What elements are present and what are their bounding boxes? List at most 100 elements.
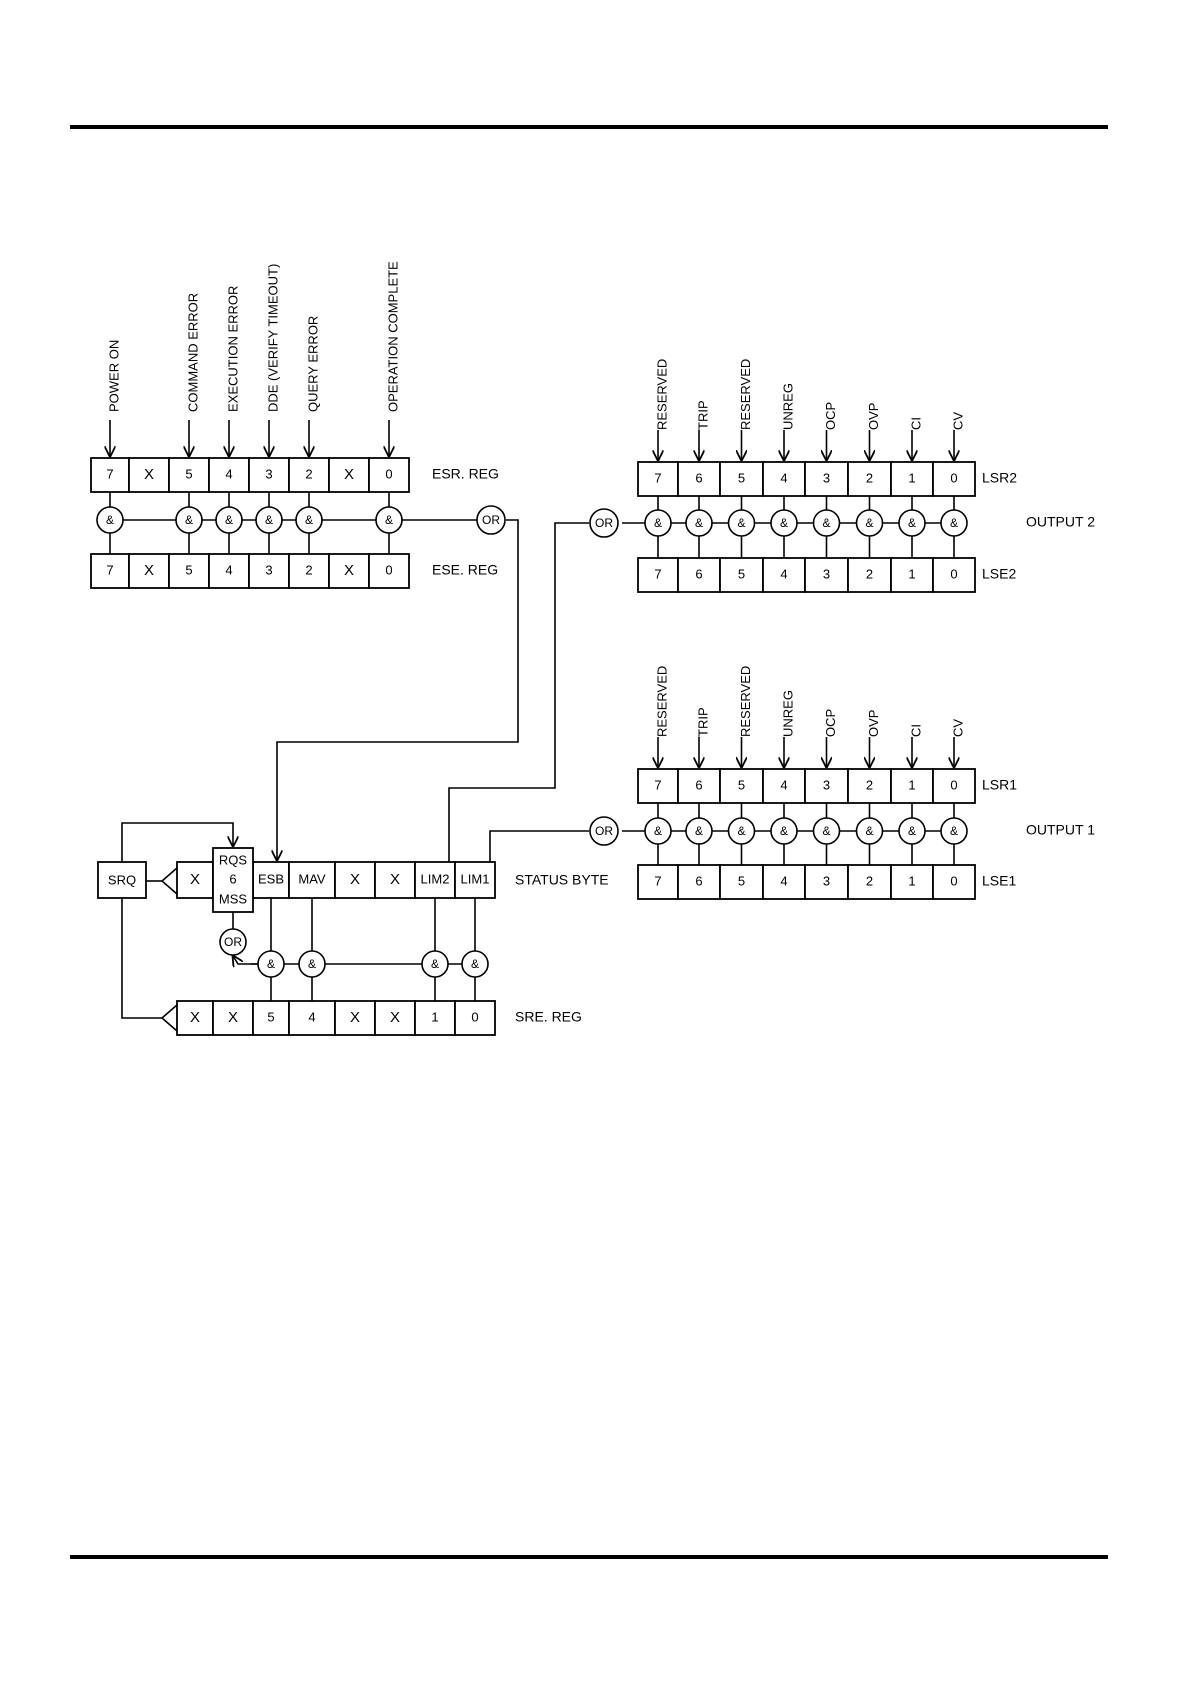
esr-reg-bit-6: X [344, 466, 354, 483]
ese-reg-bit-6: X [344, 562, 354, 579]
rqs-bit-number: 6 [229, 871, 236, 886]
esr-and-gate-4 [255, 506, 283, 534]
output1-and-gate-7-label: & [950, 824, 958, 838]
output2-lsr-cell-2 [719, 461, 764, 497]
esr-or-gate-label: OR [482, 513, 500, 527]
output1-and-gate-4-label: & [822, 824, 830, 838]
output1-lsr-bit-2: 5 [738, 777, 745, 792]
sre-wedge [160, 1004, 178, 1032]
output2-and-gate-1 [685, 509, 713, 537]
mss-or-gate-label: OR [224, 935, 242, 949]
output1-title: OUTPUT 1 [1026, 822, 1095, 838]
status-byte-label: STATUS BYTE [515, 872, 609, 888]
sre-reg-cell-6 [414, 1000, 456, 1036]
output2-and-gate-4 [812, 509, 841, 537]
output2-and-gate-2 [727, 509, 756, 537]
srq-label: SRQ [108, 872, 136, 887]
output2-lse-bit-2: 5 [738, 566, 745, 581]
ese-reg-bit-4: 3 [265, 562, 272, 577]
output1-lse-cell-2 [719, 864, 764, 900]
output1-status-label-0: RESERVED [654, 666, 669, 737]
status-and-gate-3 [298, 950, 326, 978]
output1-lse-cell-7 [932, 864, 976, 900]
or-to-and-bus [233, 956, 257, 964]
output1-and-gate-4 [812, 817, 841, 845]
output1-and-gate-2 [727, 817, 756, 845]
status-and-gate-7-label: & [471, 957, 479, 971]
output2-and-gate-0-label: & [654, 516, 662, 530]
status-and-gate-3-label: & [308, 957, 316, 971]
output2-lsr-bit-1: 6 [695, 470, 702, 485]
output1-lse-bit-2: 5 [738, 873, 745, 888]
output1-status-label-3: UNREG [780, 690, 795, 737]
output1-lsr-bit-3: 4 [780, 777, 787, 792]
output1-or-to-lim1 [489, 830, 589, 862]
output2-and-gate-7 [940, 509, 968, 537]
sre-reg-bit-3: 4 [308, 1009, 315, 1024]
output1-or-gate [589, 816, 619, 846]
esr-and-gate-0 [96, 506, 124, 534]
register-cells [90, 457, 976, 1036]
esr-event-label-5: OPERATION COMPLETE [385, 261, 400, 412]
output2-status-label-7: CV [950, 412, 965, 430]
output2-lsr-bit-4: 3 [823, 470, 830, 485]
output2-lse-cell-1 [677, 557, 721, 593]
output2-lse-bit-3: 4 [780, 566, 787, 581]
status-byte-bit-3: MAV [298, 871, 326, 886]
status-byte-bit-4: X [350, 871, 360, 888]
output2-lsr-bit-5: 2 [866, 470, 873, 485]
ese-reg-cell-7 [368, 553, 410, 589]
esr-reg-cell-4 [248, 457, 290, 493]
output2-status-label-0: RESERVED [654, 359, 669, 430]
output1-lsr-cell-5 [847, 768, 892, 804]
sre-reg-bit-4: X [350, 1009, 360, 1026]
output1-lsr-cell-6 [890, 768, 934, 804]
output1-and-gate-1 [685, 817, 713, 845]
output1-lse-bit-5: 2 [866, 873, 873, 888]
esr-reg-bit-3: 4 [225, 466, 232, 481]
output1-lse-cell-5 [847, 864, 892, 900]
esr-event-label-2: EXECUTION ERROR [225, 286, 240, 412]
status-byte-cell-5 [374, 861, 416, 899]
output2-lsr-label: LSR2 [982, 470, 1017, 486]
output1-and-gate-5-label: & [865, 824, 873, 838]
ese-reg-bit-3: 4 [225, 562, 232, 577]
output2-status-label-6: CI [908, 417, 923, 430]
output2-or-gate-label: OR [595, 516, 613, 530]
srq-box [97, 861, 147, 899]
output2-lse-bit-6: 1 [908, 566, 915, 581]
output2-and-gate-1-label: & [695, 516, 703, 530]
output1-and-gate-0-label: & [654, 824, 662, 838]
esr-and-gate-3-label: & [225, 513, 233, 527]
ese-reg-bit-2: 5 [185, 562, 192, 577]
output2-lsr-cell-4 [804, 461, 849, 497]
output1-lsr-bit-6: 1 [908, 777, 915, 792]
esr-reg-cell-3 [208, 457, 250, 493]
output1-lse-bit-6: 1 [908, 873, 915, 888]
output2-and-gate-3 [770, 509, 798, 537]
ese-reg-bit-1: X [144, 562, 154, 579]
esr-and-gate-5 [295, 506, 323, 534]
status-and-gate-7 [461, 950, 489, 978]
output2-lse-bit-4: 3 [823, 566, 830, 581]
output1-lsr-cell-1 [677, 768, 721, 804]
sre-reg-cell-4 [334, 1000, 376, 1036]
sre-reg-cell-3 [288, 1000, 336, 1036]
output1-or-gate-label: OR [595, 824, 613, 838]
output2-lse-bit-7: 0 [950, 566, 957, 581]
status-byte-cell-3 [288, 861, 336, 899]
status-byte-bit-0: X [190, 871, 200, 888]
output1-lsr-cell-3 [762, 768, 806, 804]
esr-reg-cell-0 [90, 457, 130, 493]
output2-lse-cell-0 [637, 557, 679, 593]
esr-reg-cell-5 [288, 457, 330, 493]
logic-gates [96, 505, 968, 978]
output2-lsr-bit-6: 1 [908, 470, 915, 485]
output2-lsr-bit-3: 4 [780, 470, 787, 485]
output1-lse-cell-6 [890, 864, 934, 900]
output2-lse-label: LSE2 [982, 566, 1016, 582]
ese-reg-cell-5 [288, 553, 330, 589]
ese-reg-cell-3 [208, 553, 250, 589]
esr-reg-label: ESR. REG [432, 466, 499, 482]
